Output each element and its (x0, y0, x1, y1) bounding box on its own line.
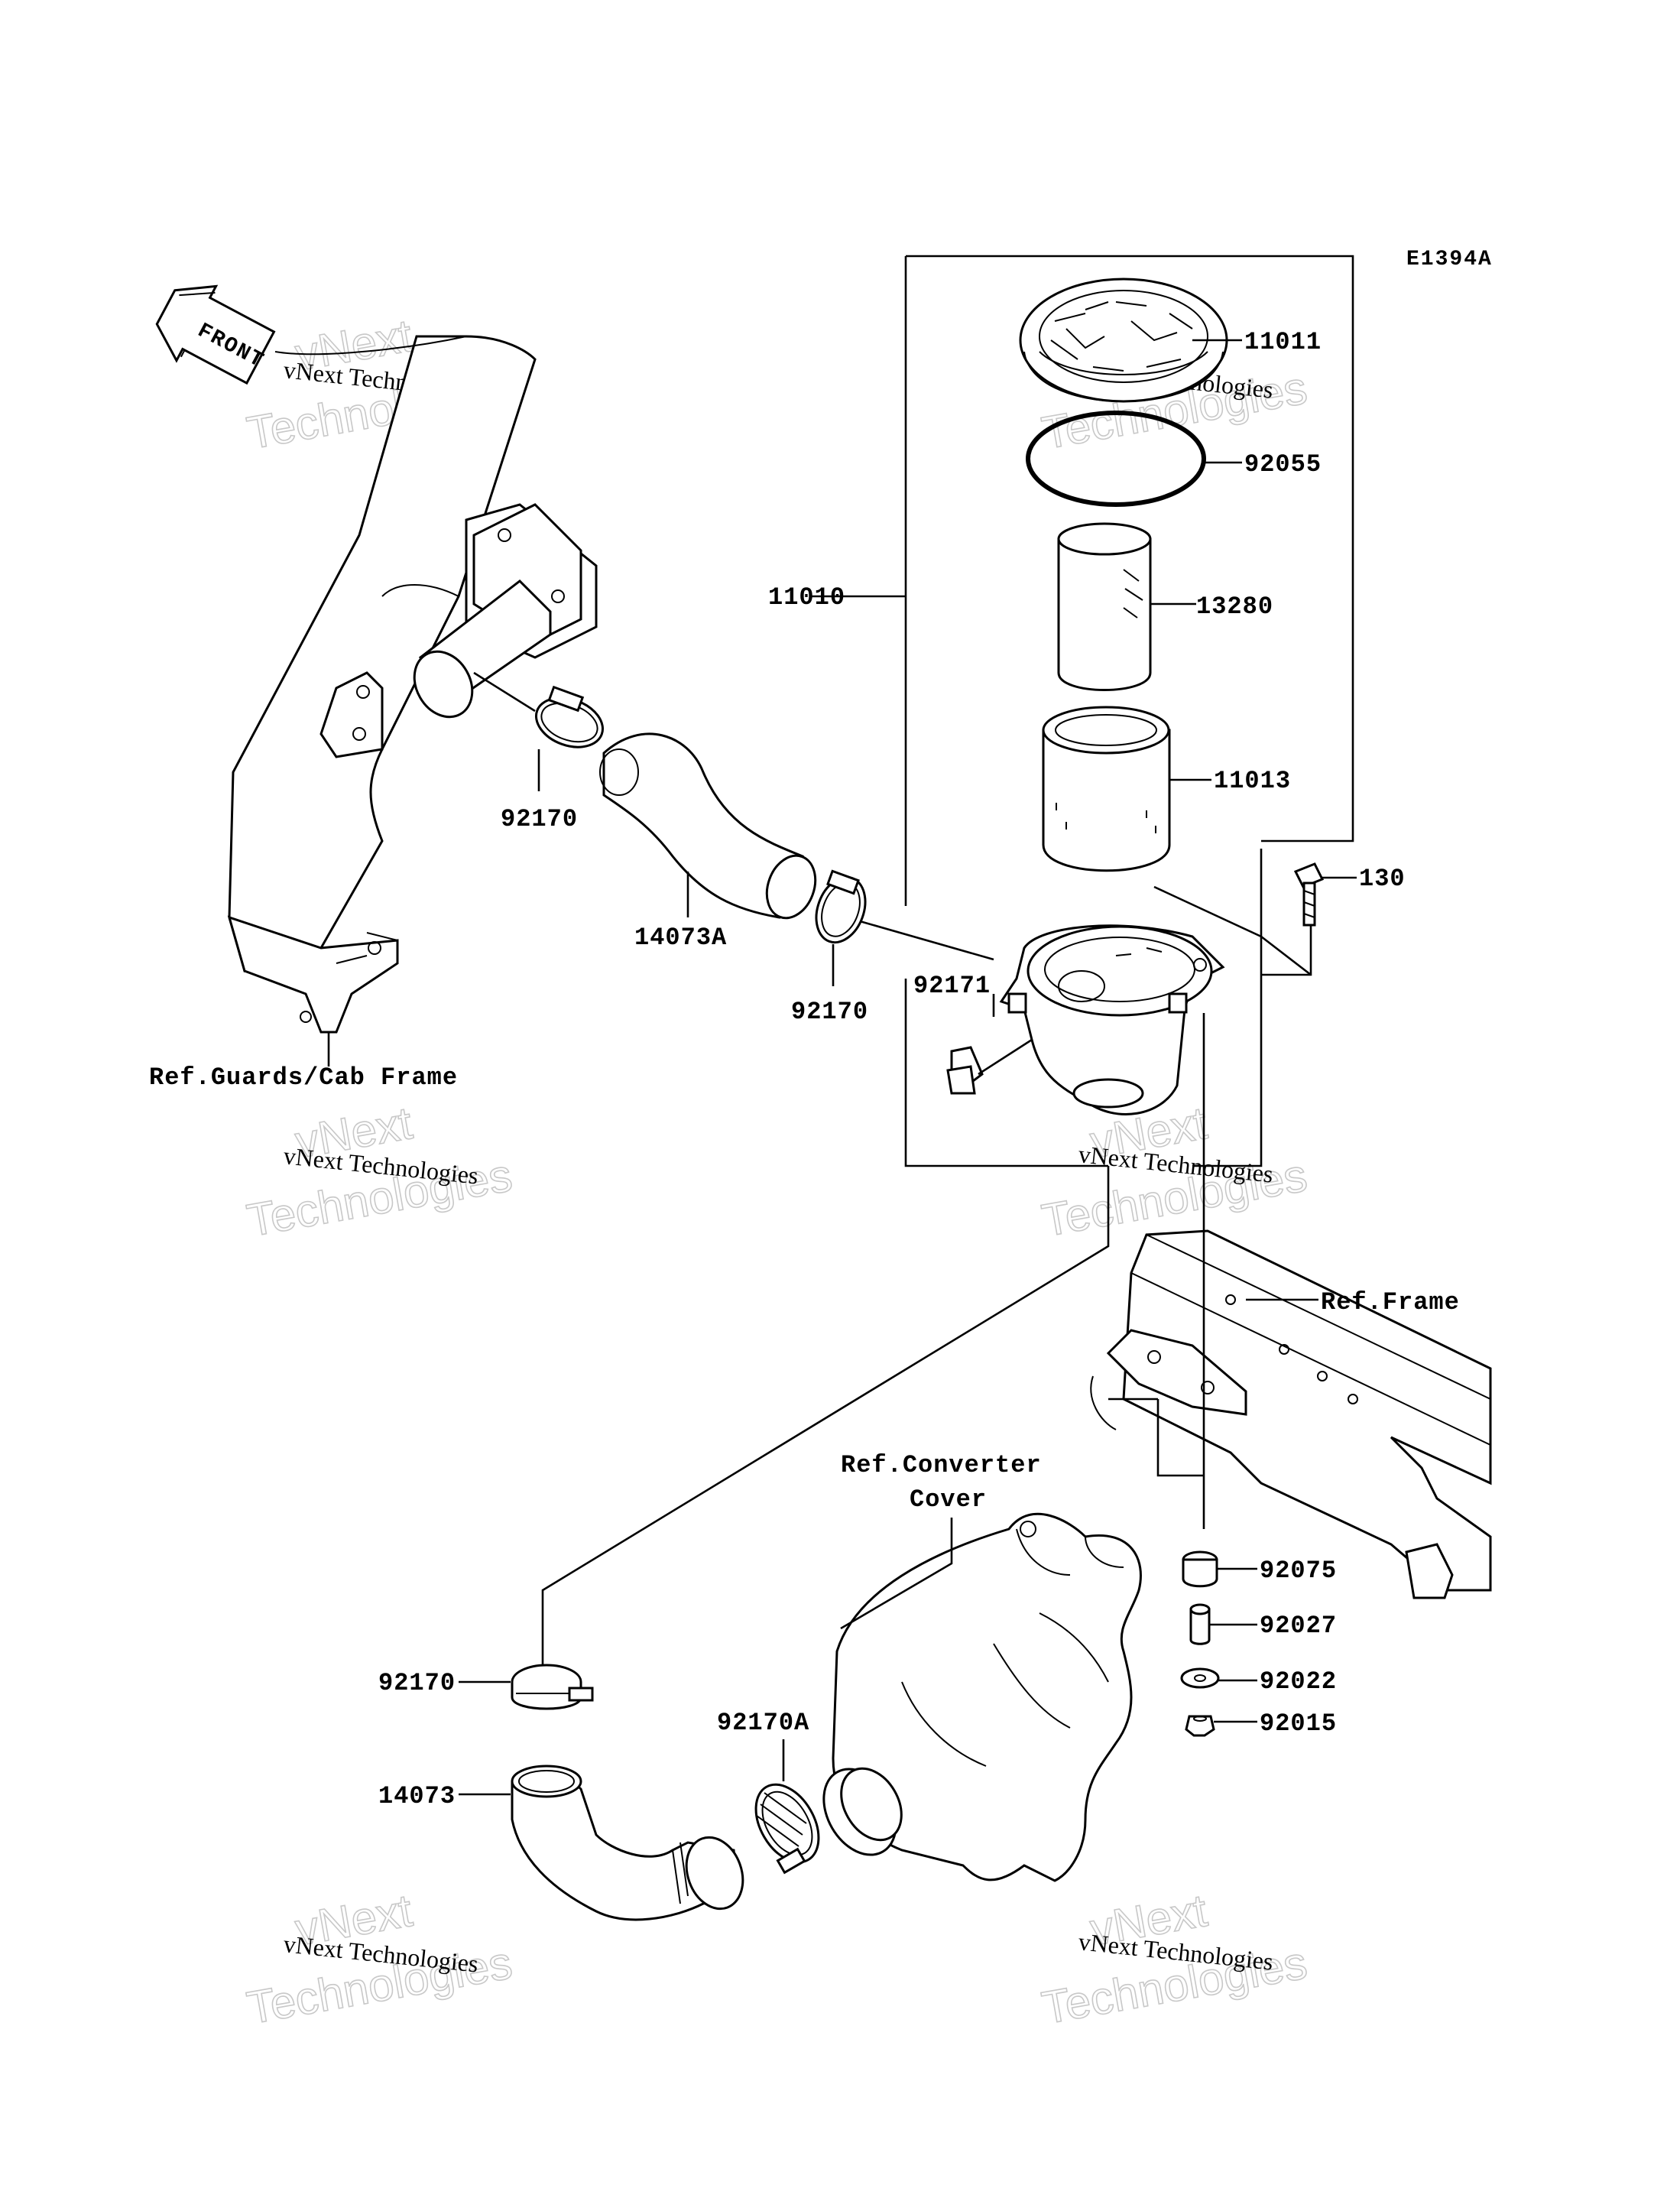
grommet-92075 (1182, 1550, 1218, 1588)
clip-92171 (946, 1046, 984, 1095)
ref-converter-line1: Ref.Converter (841, 1451, 1042, 1479)
callout-92055: 92055 (1244, 450, 1322, 479)
callout-92075: 92075 (1260, 1557, 1337, 1585)
callout-92015: 92015 (1260, 1709, 1337, 1738)
converter-cover (822, 1512, 1142, 1882)
ref-converter-line2: Cover (910, 1485, 987, 1514)
callout-13280: 13280 (1196, 593, 1273, 621)
cab-frame-tube (227, 335, 598, 1034)
callout-14073: 14073 (378, 1782, 456, 1810)
hose-clamp-92170-mid (815, 869, 867, 944)
air-cleaner-housing (999, 924, 1225, 1115)
o-ring-92055 (1026, 411, 1206, 507)
callout-11011: 11011 (1244, 328, 1322, 356)
callout-92170-top: 92170 (501, 805, 578, 833)
callout-11010: 11010 (768, 583, 845, 612)
intake-hose-14073 (511, 1765, 744, 1921)
filter-element-11013 (1042, 706, 1171, 872)
washer-92022 (1180, 1667, 1220, 1689)
hose-clamp-92170-low (511, 1664, 594, 1710)
hose-clamp-92170A (754, 1783, 820, 1875)
hose-clamp-92170-top (534, 685, 605, 748)
nut-92015 (1185, 1715, 1215, 1737)
callout-130: 130 (1359, 865, 1406, 893)
diagram-code: E1394A (1406, 248, 1493, 271)
ref-frame: Ref.Frame (1321, 1288, 1460, 1317)
callout-11013: 11013 (1214, 767, 1291, 795)
front-arrow-icon: FRONT (155, 284, 276, 385)
callout-92022: 92022 (1260, 1667, 1337, 1696)
pre-filter-13280 (1057, 522, 1152, 691)
frame-rail (1090, 1229, 1492, 1599)
callout-92171: 92171 (913, 972, 991, 1000)
bolt-130 (1293, 862, 1325, 927)
callout-92170A: 92170A (717, 1709, 809, 1737)
callout-92170-low: 92170 (378, 1669, 456, 1697)
callout-92170-mid: 92170 (791, 998, 868, 1026)
callout-92027: 92027 (1260, 1612, 1337, 1640)
collar-92027 (1189, 1603, 1211, 1645)
air-cleaner-cap-11011 (1019, 278, 1228, 403)
callout-14073A: 14073A (634, 924, 727, 952)
ref-guards-cab-frame: Ref.Guards/Cab Frame (149, 1063, 458, 1092)
intake-hose-14073A (599, 732, 817, 920)
